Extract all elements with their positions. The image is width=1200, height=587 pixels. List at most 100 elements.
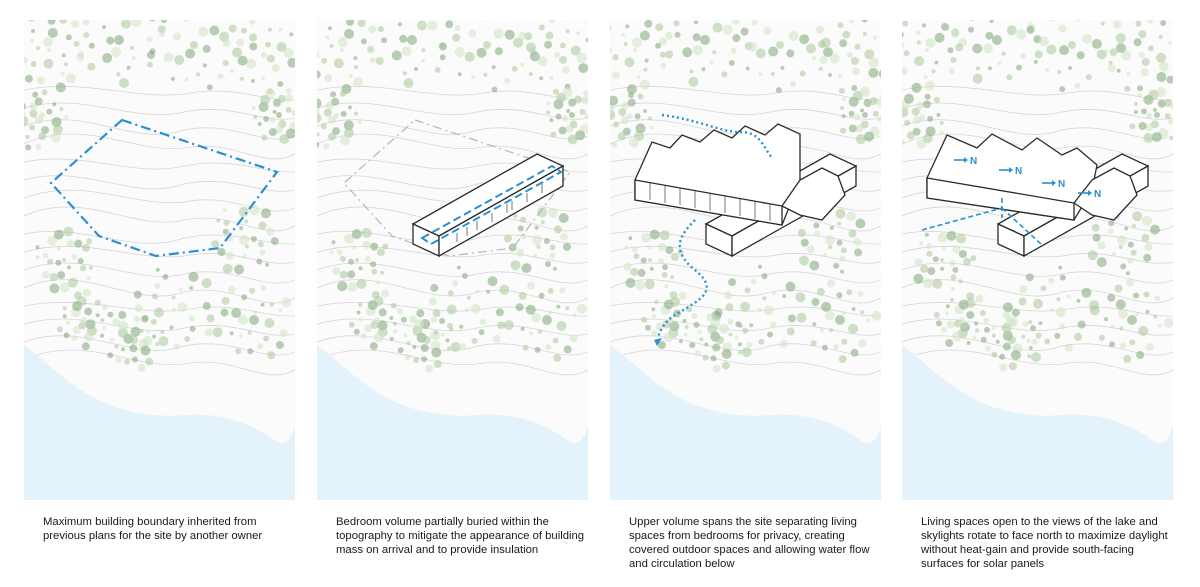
tree-foliage (369, 57, 376, 64)
tree-foliage (1124, 226, 1129, 231)
tree-foliage (1116, 68, 1121, 73)
tree-foliage (145, 357, 154, 366)
tree-foliage (878, 70, 881, 78)
tree-foliage (786, 327, 795, 336)
tree-foliage (279, 134, 290, 144)
tree-foliage (134, 304, 143, 313)
tree-foliage (826, 279, 835, 288)
tree-foliage (952, 266, 959, 273)
tree-foliage (1074, 332, 1082, 341)
tree-foliage (229, 331, 234, 336)
tree-foliage (552, 266, 557, 271)
tree-foliage (76, 296, 87, 307)
tree-foliage (617, 132, 626, 141)
tree-foliage (661, 271, 668, 278)
tree-foliage (65, 73, 76, 84)
tree-foliage (339, 90, 346, 97)
tree-foliage (47, 258, 54, 265)
tree-foliage (257, 122, 262, 126)
tree-foliage (552, 337, 559, 344)
tree-foliage (556, 321, 567, 331)
tree-foliage (922, 23, 926, 28)
contour-line (24, 318, 295, 336)
tree-foliage (1138, 122, 1147, 130)
tree-foliage (1167, 40, 1172, 45)
north-marker-3: N (1042, 179, 1065, 190)
tree-foliage (190, 41, 198, 49)
tree-foliage (256, 258, 263, 265)
tree-foliage (491, 65, 496, 70)
tree-foliage (1140, 68, 1149, 77)
tree-foliage (73, 40, 80, 47)
tree-foliage (934, 32, 945, 43)
tree-foliage (270, 237, 279, 246)
tree-foliage (456, 265, 461, 270)
tree-foliage (559, 42, 566, 49)
tree-foliage (952, 331, 963, 342)
tree-foliage (275, 125, 283, 134)
tree-foliage (1144, 243, 1153, 252)
tree-foliage (1136, 351, 1145, 359)
tree-foliage (337, 37, 348, 48)
tree-foliage (330, 91, 337, 98)
tree-foliage (855, 124, 864, 133)
tree-foliage (744, 287, 751, 294)
tree-foliage (1127, 315, 1137, 325)
tree-foliage (369, 342, 378, 351)
diagram-panel-4: N N N N (902, 20, 1173, 500)
tree-foliage (1145, 309, 1150, 314)
tree-foliage (250, 236, 257, 242)
tree-foliage (1021, 334, 1026, 339)
tree-foliage (1077, 20, 1081, 22)
tree-foliage (1147, 20, 1154, 24)
tree-foliage (351, 229, 362, 240)
tree-foliage (1006, 25, 1017, 36)
tree-foliage (1143, 253, 1152, 262)
tree-foliage (239, 235, 249, 245)
tree-foliage (1059, 45, 1070, 56)
tree-foliage (357, 120, 362, 125)
tree-foliage (277, 94, 286, 103)
tree-foliage (261, 208, 271, 219)
tree-foliage (848, 229, 857, 238)
tree-foliage (682, 47, 693, 58)
tree-foliage (721, 361, 730, 370)
tree-foliage (556, 304, 561, 309)
tree-foliage (965, 298, 976, 308)
tree-foliage (549, 244, 556, 251)
tree-foliage (833, 343, 839, 350)
tree-foliage (710, 318, 721, 328)
tree-foliage (522, 344, 529, 351)
tree-foliage (851, 85, 858, 91)
tree-foliage (431, 347, 442, 358)
tree-foliage (822, 252, 827, 257)
tree-foliage (902, 20, 909, 27)
lake (317, 345, 588, 500)
tree-foliage (838, 355, 847, 364)
tree-foliage (465, 308, 469, 312)
contour-line (902, 335, 1173, 356)
tree-foliage (975, 66, 980, 71)
tree-foliage (842, 311, 846, 316)
tree-foliage (121, 347, 125, 352)
tree-foliage (510, 260, 521, 271)
tree-foliage (284, 93, 293, 102)
tree-foliage (360, 332, 367, 339)
tree-foliage (799, 70, 806, 77)
tree-foliage (24, 102, 26, 111)
tree-foliage (550, 131, 557, 138)
tree-foliage (1117, 235, 1127, 245)
bedroom-volume (411, 153, 565, 258)
tree-foliage (727, 318, 734, 325)
tree-foliage (336, 249, 343, 256)
tree-foliage (159, 30, 165, 37)
tree-foliage (1121, 50, 1132, 61)
tree-foliage (812, 322, 817, 327)
contour-line (24, 102, 295, 120)
tree-foliage (959, 317, 965, 323)
tree-foliage (689, 342, 696, 349)
tree-foliage (1068, 66, 1072, 70)
tree-foliage (201, 278, 212, 289)
tree-foliage (211, 240, 220, 249)
tree-foliage (347, 270, 356, 279)
